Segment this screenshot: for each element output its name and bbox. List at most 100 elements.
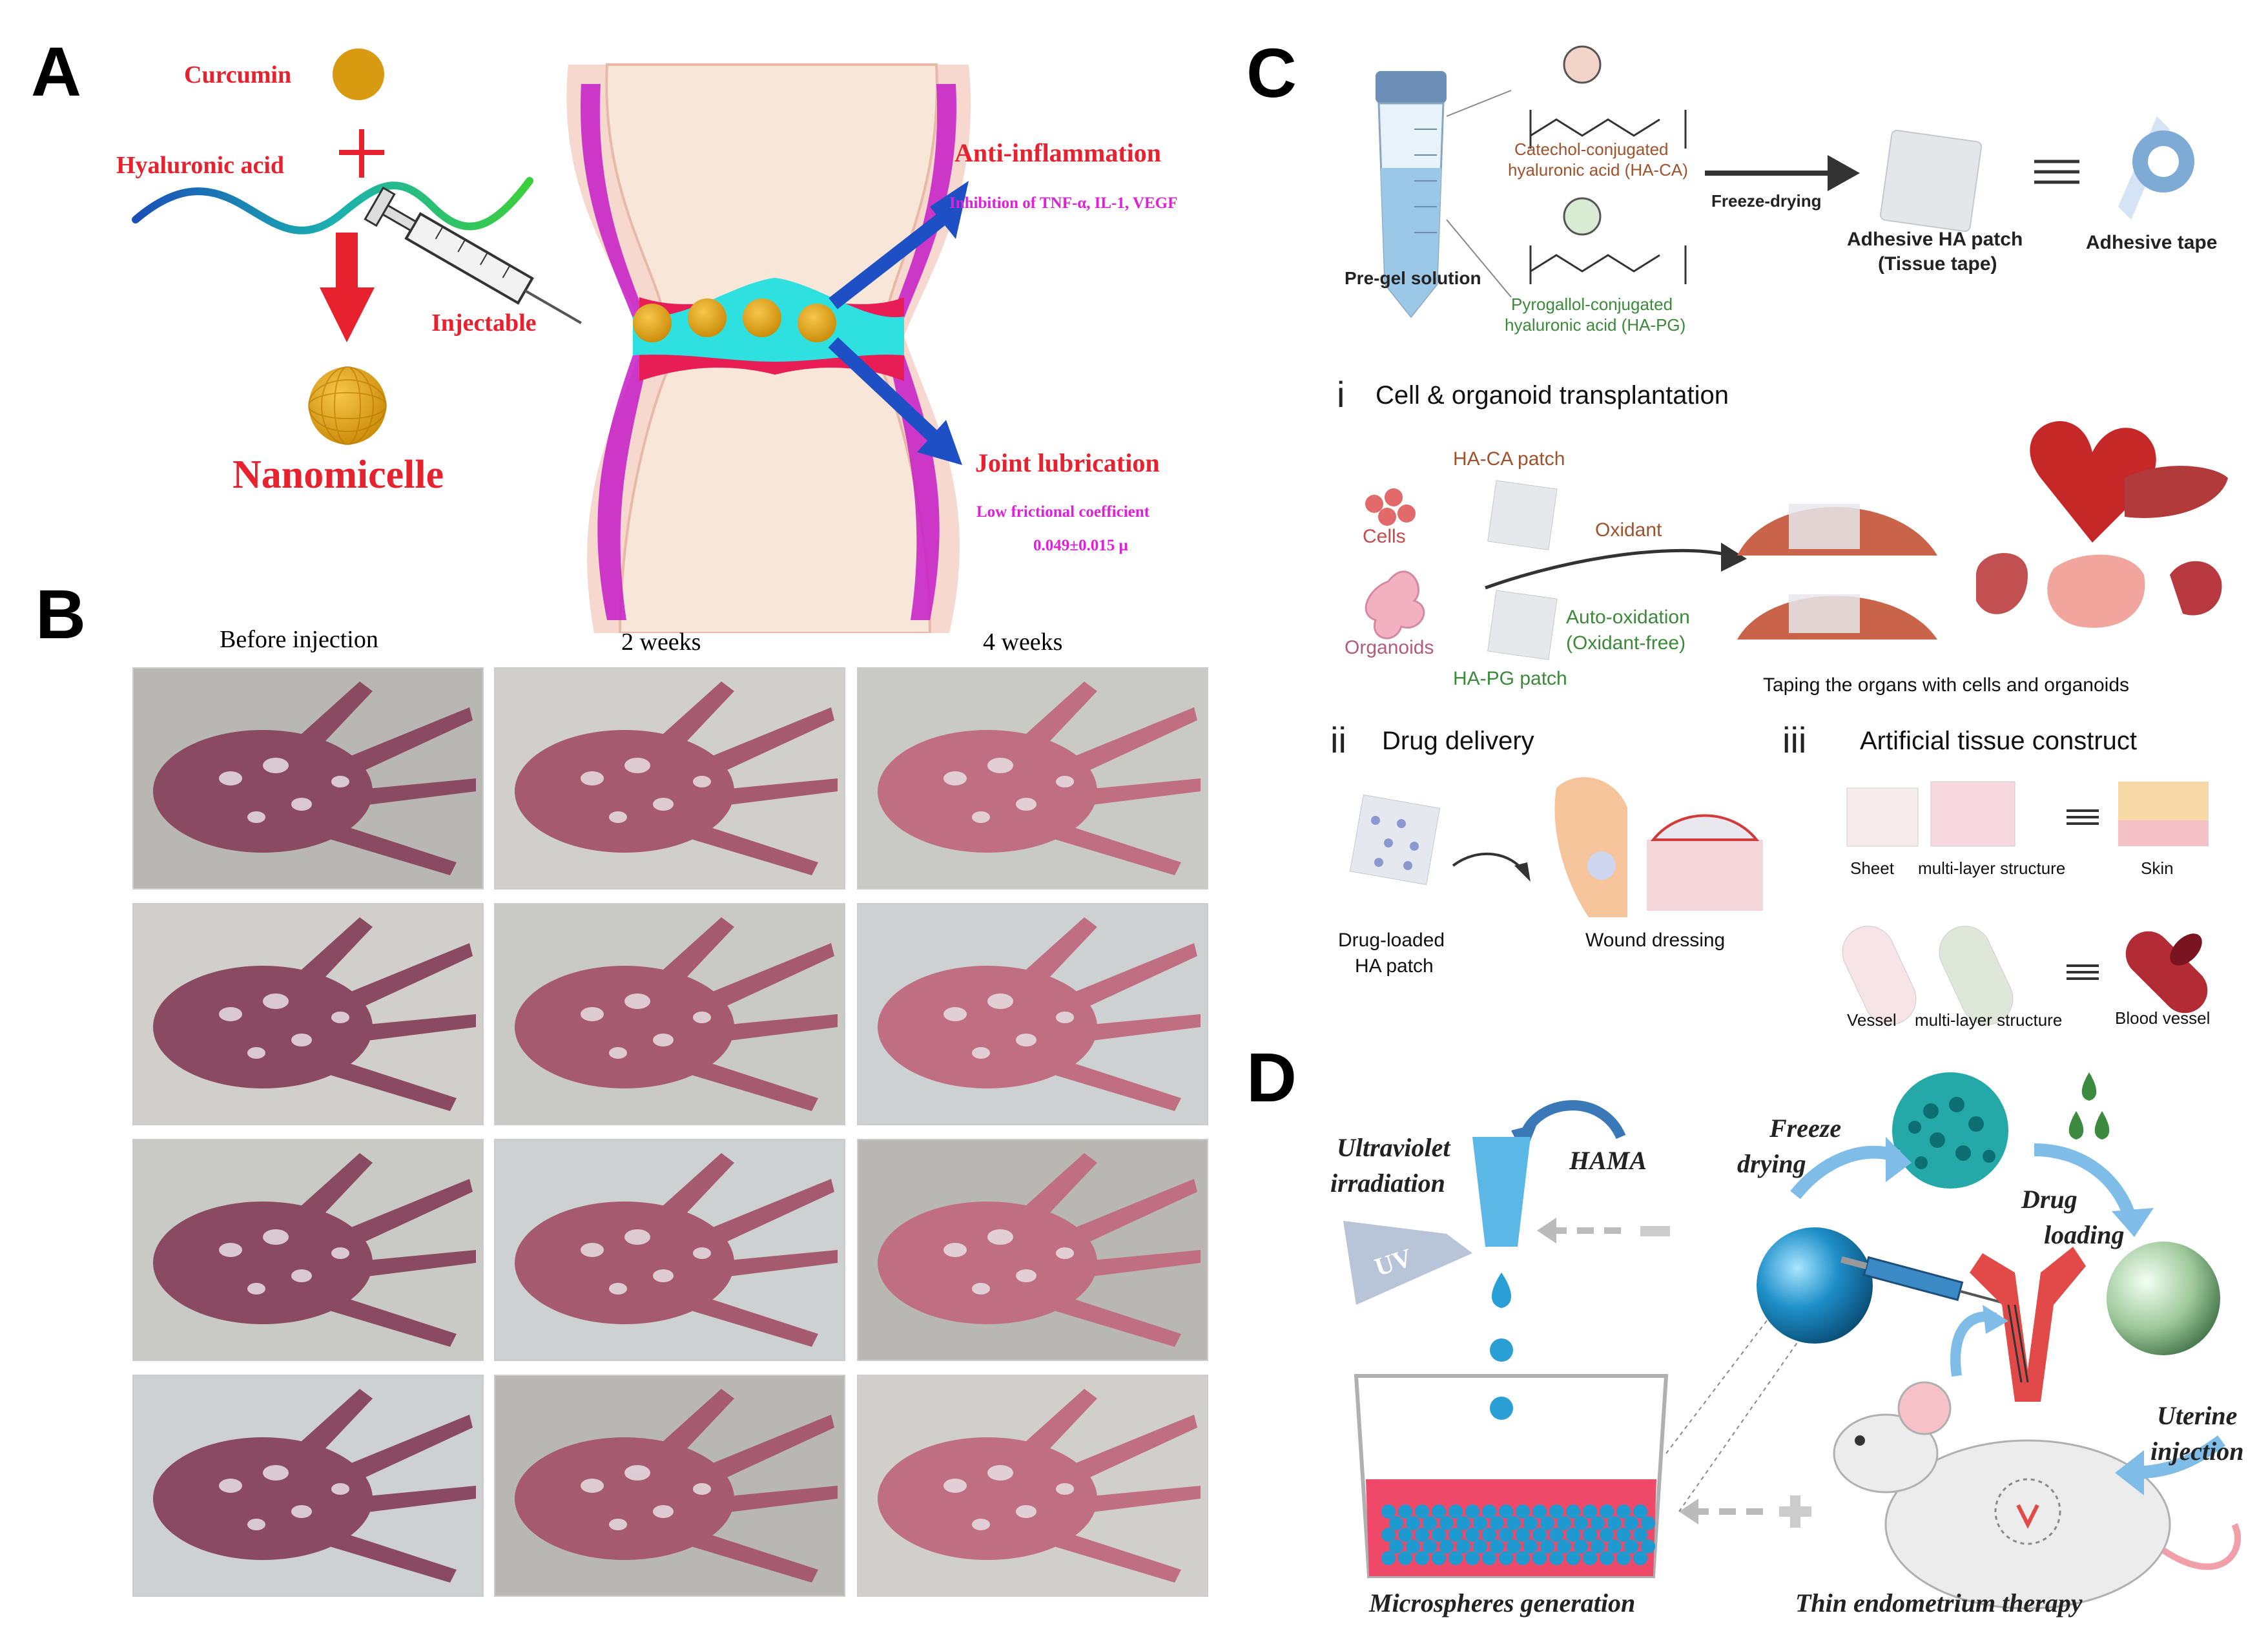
microsphere-dot bbox=[1398, 1528, 1412, 1542]
panel-label-c: C bbox=[1246, 34, 1297, 112]
microsphere-dot bbox=[1473, 1516, 1487, 1530]
microsphere-dot bbox=[1406, 1539, 1420, 1554]
microsphere-dot bbox=[1381, 1504, 1396, 1519]
microsphere-dot bbox=[1406, 1516, 1420, 1530]
microsphere-dot bbox=[1499, 1504, 1513, 1519]
patch-line2: (Tissue tape) bbox=[1878, 253, 1997, 275]
microsphere-dot bbox=[1516, 1504, 1530, 1519]
microsphere-dot bbox=[1507, 1539, 1521, 1554]
microsphere-dot bbox=[1624, 1516, 1638, 1530]
microsphere-dot bbox=[1499, 1528, 1513, 1542]
microsphere-dot bbox=[1600, 1528, 1614, 1542]
drug-loaded-microsphere bbox=[2107, 1242, 2220, 1355]
microsphere-dot bbox=[1465, 1551, 1479, 1565]
paw-photo bbox=[494, 1375, 845, 1597]
microsphere-dot bbox=[1583, 1504, 1597, 1519]
syringe-icon bbox=[364, 186, 582, 324]
vessel-label: Vessel bbox=[1847, 1010, 1897, 1030]
nanomicelles-in-joint bbox=[633, 298, 836, 342]
microsphere-dot bbox=[1415, 1528, 1429, 1542]
paw-photo bbox=[132, 1375, 484, 1597]
microsphere-dot bbox=[1439, 1539, 1454, 1554]
paw-photo bbox=[494, 1139, 845, 1361]
microsphere-dot bbox=[1516, 1551, 1530, 1565]
paw-photo bbox=[857, 903, 1208, 1125]
microsphere-dot bbox=[1540, 1516, 1554, 1530]
panel-label-a: A bbox=[31, 32, 81, 110]
adhesive-patch-icon bbox=[1879, 129, 1983, 233]
microsphere-dot bbox=[1633, 1528, 1647, 1542]
uv-lamp-icon: UV bbox=[1343, 1221, 1472, 1305]
wound-label: Wound dressing bbox=[1585, 930, 1725, 951]
ha-pg-structure-icon bbox=[1529, 197, 1687, 284]
blood-vessel-label: Blood vessel bbox=[2115, 1008, 2210, 1028]
curcumin-label: Curcumin bbox=[184, 61, 291, 88]
microsphere-dot bbox=[1482, 1528, 1496, 1542]
microsphere-dot bbox=[1456, 1516, 1470, 1530]
joint-lubrication-label: Joint lubrication bbox=[975, 448, 1160, 477]
microsphere-dot bbox=[1381, 1551, 1396, 1565]
nanomicelle-label: Nanomicelle bbox=[232, 453, 444, 497]
hyaluronic-acid-label: Hyaluronic acid bbox=[116, 152, 284, 179]
microsphere-dot bbox=[1499, 1551, 1513, 1565]
microsphere-dot bbox=[1523, 1539, 1538, 1554]
falcon-tube-icon bbox=[1376, 71, 1447, 318]
microsphere-dot bbox=[1633, 1551, 1647, 1565]
microsphere-dot bbox=[1507, 1516, 1521, 1530]
ha-ca-patch-label: HA-CA patch bbox=[1453, 448, 1565, 470]
nozzle-icon bbox=[1472, 1137, 1531, 1247]
anti-inflammation-label: Anti-inflammation bbox=[954, 138, 1161, 167]
porous-microsphere bbox=[1892, 1072, 2008, 1189]
sec-iii-num: iii bbox=[1782, 720, 1806, 760]
microsphere-dot bbox=[1432, 1504, 1446, 1519]
drug-line1: Drug-loaded bbox=[1338, 930, 1445, 951]
cells-icon bbox=[1365, 488, 1416, 526]
microsphere-dot bbox=[1600, 1504, 1614, 1519]
curcumin-dot bbox=[333, 48, 384, 100]
microsphere-dot bbox=[1624, 1539, 1638, 1554]
multilayer-label-2: multi-layer structure bbox=[1915, 1010, 2062, 1030]
wound-dressing-icon bbox=[1554, 777, 1763, 917]
microsphere-dot bbox=[1540, 1539, 1554, 1554]
microsphere-dot bbox=[1607, 1516, 1622, 1530]
ha-ca-line1: Catechol-conjugated bbox=[1514, 140, 1669, 159]
auto-ox-line1: Auto-oxidation bbox=[1566, 607, 1690, 628]
tape-label: Adhesive tape bbox=[2086, 232, 2217, 253]
ha-pg-line1: Pyrogallol-conjugated bbox=[1511, 295, 1673, 314]
low-friction-label: Low frictional coefficient bbox=[976, 503, 1150, 521]
panel-label-d: D bbox=[1246, 1038, 1297, 1116]
uterine-line1: Uterine bbox=[2157, 1401, 2237, 1430]
microsphere-dot bbox=[1482, 1551, 1496, 1565]
sheet-label: Sheet bbox=[1850, 858, 1895, 878]
freeze-line2: drying bbox=[1737, 1149, 1806, 1178]
microsphere-dot bbox=[1641, 1516, 1655, 1530]
ha-pg-patch-label: HA-PG patch bbox=[1453, 668, 1567, 689]
drug-load-line1: Drug bbox=[2021, 1185, 2077, 1214]
microspheres-label: Microspheres generation bbox=[1368, 1588, 1635, 1617]
drug-load-line2: loading bbox=[2044, 1220, 2124, 1249]
microsphere-dot bbox=[1583, 1528, 1597, 1542]
multilayer-label-1: multi-layer structure bbox=[1918, 858, 2065, 878]
adhesive-tape-icon bbox=[2118, 116, 2194, 220]
hama-microsphere bbox=[1757, 1227, 1873, 1344]
auto-ox-line2: (Oxidant-free) bbox=[1566, 632, 1686, 654]
ha-ca-structure-icon bbox=[1529, 45, 1687, 149]
microsphere-dot bbox=[1456, 1539, 1470, 1554]
sec-i-num: i bbox=[1337, 374, 1345, 415]
sec-ii-title: Drug delivery bbox=[1382, 727, 1534, 755]
freeze-line1: Freeze bbox=[1769, 1114, 1841, 1143]
therapy-label: Thin endometrium therapy bbox=[1795, 1588, 2083, 1617]
ha-ca-patch-icon bbox=[1487, 480, 1558, 550]
hyaluronic-acid-chain bbox=[132, 177, 533, 234]
microsphere-dot bbox=[1516, 1528, 1530, 1542]
microsphere-dot bbox=[1389, 1539, 1403, 1554]
panel-d: Ultraviolet irradiation UV HAMA Microsph… bbox=[1330, 1072, 2243, 1617]
microsphere-dot bbox=[1415, 1551, 1429, 1565]
paw-photo bbox=[132, 1139, 484, 1361]
microsphere-dot bbox=[1600, 1551, 1614, 1565]
paw-photo bbox=[494, 667, 845, 889]
microsphere-dot bbox=[1423, 1539, 1437, 1554]
microsphere-dot bbox=[1432, 1528, 1446, 1542]
organoids-label: Organoids bbox=[1345, 637, 1434, 658]
ha-pg-patch-icon bbox=[1487, 590, 1558, 660]
